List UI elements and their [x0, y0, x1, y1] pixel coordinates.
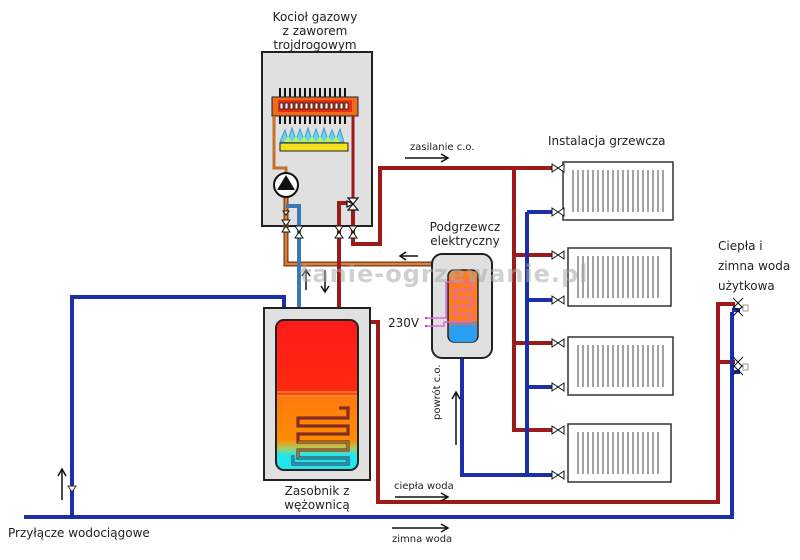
hot-water-label: ciepła woda	[394, 481, 454, 492]
storage-tank-label: Zasobnik z wężownicą	[262, 484, 372, 512]
pipe-hot-water	[346, 302, 735, 504]
water-connection-label: Przyłącze wodociągowe	[8, 526, 150, 540]
tap-valves	[732, 297, 749, 376]
storage-tank-label-line: Zasobnik z	[284, 484, 350, 498]
flow-arrows	[57, 153, 461, 533]
arrow-down-icon	[320, 270, 330, 294]
cold-water-label: zimna woda	[392, 534, 453, 545]
radiators	[562, 161, 674, 483]
radiator	[567, 336, 674, 396]
hot-cold-water-label: Ciepła i zimna woda użytkowa	[718, 236, 790, 296]
watermark: tanie-ogrzewanie.pl	[300, 260, 589, 288]
storage-tank	[263, 307, 371, 481]
heating-coil	[291, 406, 350, 466]
heat-exchanger	[271, 88, 359, 124]
arrow-right-icon	[392, 523, 450, 533]
radiator	[567, 423, 672, 483]
electric-heater-label-line: elektryczny	[430, 234, 500, 248]
boiler-valves	[281, 210, 358, 239]
burner	[279, 142, 349, 152]
arrow-up-icon	[57, 467, 67, 500]
heating-installation-label: Instalacja grzewcza	[548, 134, 666, 148]
heating-element	[427, 281, 473, 327]
pipe-heater-return	[460, 340, 527, 477]
hot-cold-water-label-line: zimna woda	[718, 259, 791, 273]
radiator-valves	[551, 163, 565, 480]
radiator	[562, 161, 674, 221]
boiler-label-line: trojdrogowym	[273, 38, 357, 52]
arrow-left-icon	[398, 251, 418, 261]
boiler-label-line: z zaworem	[282, 24, 348, 38]
boiler-label: Kocioł gazowy z zaworem trojdrogowym	[255, 10, 375, 52]
electric-heater	[424, 253, 493, 359]
boiler-label-line: Kocioł gazowy	[272, 10, 358, 24]
voltage-label: 230V	[388, 316, 420, 330]
arrow-right-icon	[395, 492, 450, 502]
radiator	[567, 247, 672, 307]
hot-cold-water-label-line: użytkowa	[718, 279, 775, 293]
circulation-pump	[273, 172, 299, 198]
check-valve-icon	[67, 485, 77, 493]
arrow-up-icon	[301, 268, 311, 290]
electric-heater-label: Podgrzewcz elektryczny	[420, 220, 510, 248]
storage-tank-label-line: wężownicą	[284, 498, 350, 512]
electric-heater-label-line: Podgrzewcz	[429, 220, 501, 234]
return-co-label: powrót c.o.	[432, 364, 443, 420]
three-way-valve-icon	[346, 197, 360, 211]
supply-co-label: zasilanie c.o.	[410, 142, 475, 153]
arrow-right-icon	[405, 153, 450, 163]
pipe-cold-to-tank	[70, 295, 286, 517]
arrow-up-icon	[451, 390, 461, 445]
hot-cold-water-label-line: Ciepła i	[718, 239, 763, 253]
